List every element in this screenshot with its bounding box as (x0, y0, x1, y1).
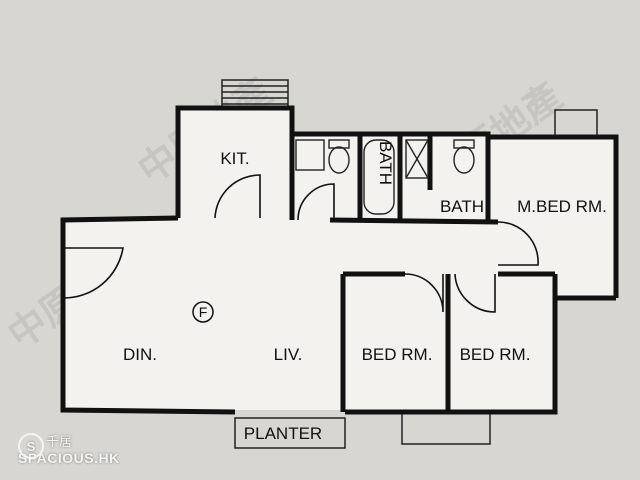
bedroom1-door (404, 273, 444, 313)
entry-door (62, 247, 124, 299)
label-dining: DIN. (123, 345, 157, 364)
label-bath1: BATH (376, 141, 395, 185)
kitchen-door (214, 174, 261, 219)
logo-mark-icon: S (18, 433, 44, 459)
svg-text:F: F (199, 304, 208, 320)
door-swings (62, 174, 539, 313)
toilet-icon (328, 146, 350, 174)
label-bedroom-2: BED RM. (460, 345, 531, 364)
bedroom2-door (454, 273, 496, 313)
bathtub-icon (363, 139, 395, 215)
bay-ledge (401, 411, 491, 445)
label-bath2: BATH (440, 197, 484, 216)
shower-icon (405, 139, 429, 179)
f-marker: F (192, 301, 214, 323)
planter-box (234, 417, 346, 449)
sink-icon (295, 139, 325, 171)
room-labels: KIT. BATH BATH M.BED RM. DIN. LIV. BED R… (123, 141, 607, 443)
label-master-bedroom: M.BED RM. (517, 197, 607, 216)
bath-door (297, 183, 335, 221)
spacious-logo: S 千居 SPACIOUS.HK (18, 431, 120, 466)
logo-en: SPACIOUS.HK (18, 450, 120, 466)
floor-area (63, 108, 616, 412)
label-bedroom-1: BED RM. (362, 345, 433, 364)
master-door (497, 221, 539, 266)
logo-cn: 千居 (46, 434, 73, 449)
toilet-icon-2 (453, 146, 475, 174)
bath-fixtures (295, 139, 475, 215)
walls (60, 105, 619, 415)
label-living: LIV. (274, 345, 303, 364)
label-planter: PLANTER (244, 424, 322, 443)
label-kitchen: KIT. (220, 149, 249, 168)
